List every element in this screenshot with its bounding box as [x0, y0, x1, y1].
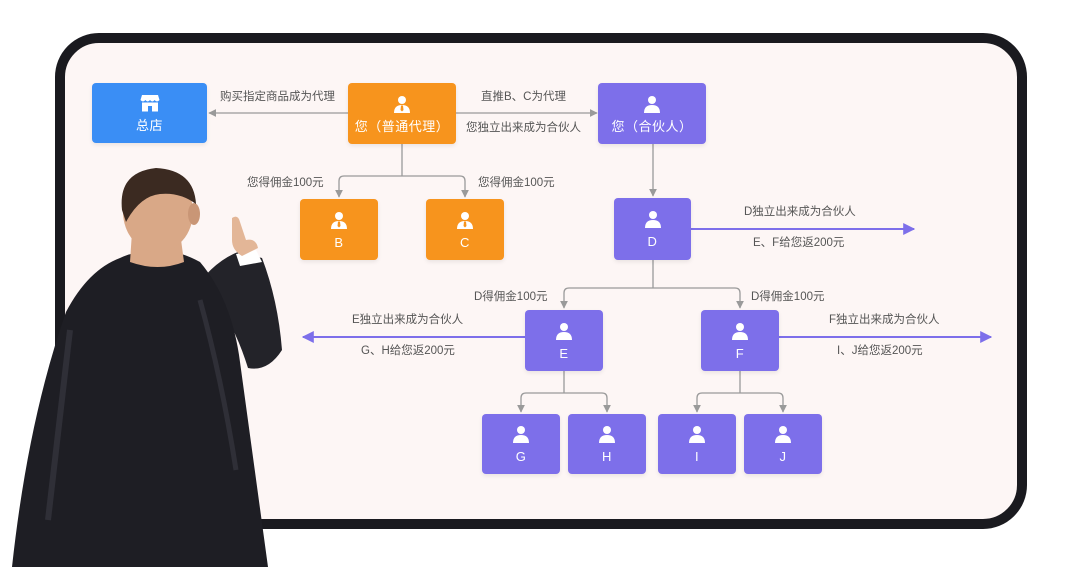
user-icon	[775, 426, 791, 443]
agent-person-icon	[457, 211, 473, 229]
node-i-label: I	[694, 449, 700, 464]
edge-label-gh-rebate: G、H给您返200元	[361, 345, 455, 357]
node-h-label: H	[602, 449, 612, 464]
node-hq-label: 总店	[135, 118, 163, 133]
user-icon	[513, 426, 529, 443]
edge-label-ij-rebate: I、J给您返200元	[837, 345, 923, 357]
edge-label-ef-rebate: E、F给您返200元	[753, 237, 845, 249]
node-j: J	[744, 414, 822, 474]
edge-e-to-g	[517, 392, 564, 413]
edge-label-e-independent: E独立出来成为合伙人	[352, 314, 464, 326]
node-i: I	[658, 414, 736, 474]
node-f: F	[701, 310, 779, 371]
edge-e-to-h	[564, 392, 611, 413]
edge-f-to-i	[693, 392, 740, 413]
node-you-agent-label: 您（普通代理）	[354, 118, 450, 134]
node-c: C	[426, 199, 504, 260]
node-e-label: E	[559, 345, 569, 361]
edge-label-f-independent: F独立出来成为合伙人	[829, 314, 940, 326]
node-d: D	[614, 198, 691, 260]
node-you-agent: 您（普通代理）	[348, 83, 456, 144]
user-icon	[644, 211, 661, 228]
node-c-label: C	[460, 234, 470, 250]
node-hq: 总店	[92, 83, 207, 143]
node-g-label: G	[515, 449, 527, 464]
edge-d-to-e	[560, 287, 653, 309]
node-b-label: B	[334, 234, 344, 250]
node-b: B	[300, 199, 378, 260]
edge-label-buy-to-agent: 购买指定商品成为代理	[220, 91, 335, 103]
user-icon	[556, 322, 572, 340]
edge-d-to-f	[653, 287, 744, 309]
node-f-label: F	[735, 345, 745, 361]
edge-label-d-independent: D独立出来成为合伙人	[744, 206, 856, 218]
node-you-partner-label: 您（合伙人）	[611, 118, 693, 134]
edge-label-d-comm-e: D得佣金100元	[474, 291, 548, 303]
edge-label-you-independent: 您独立出来成为合伙人	[466, 122, 581, 134]
agent-person-icon	[331, 211, 347, 229]
node-j-label: J	[779, 449, 787, 464]
user-icon	[599, 426, 615, 443]
edge-label-direct-bc: 直推B、C为代理	[481, 91, 566, 103]
agent-person-icon	[394, 95, 410, 113]
edge-label-you-comm-b: 您得佣金100元	[247, 177, 324, 189]
edge-label-you-comm-c: 您得佣金100元	[478, 177, 555, 189]
user-icon	[644, 95, 660, 113]
node-d-label: D	[647, 234, 658, 249]
store-icon	[140, 95, 159, 112]
edge-label-d-comm-f: D得佣金100元	[751, 291, 825, 303]
node-you-partner: 您（合伙人）	[598, 83, 706, 144]
node-h: H	[568, 414, 646, 474]
user-icon	[732, 322, 748, 340]
edge-f-to-j	[740, 392, 787, 413]
user-icon	[689, 426, 705, 443]
edge-agent-to-b	[335, 175, 402, 198]
edge-agent-to-c	[402, 175, 469, 198]
node-e: E	[525, 310, 603, 371]
node-g: G	[482, 414, 560, 474]
